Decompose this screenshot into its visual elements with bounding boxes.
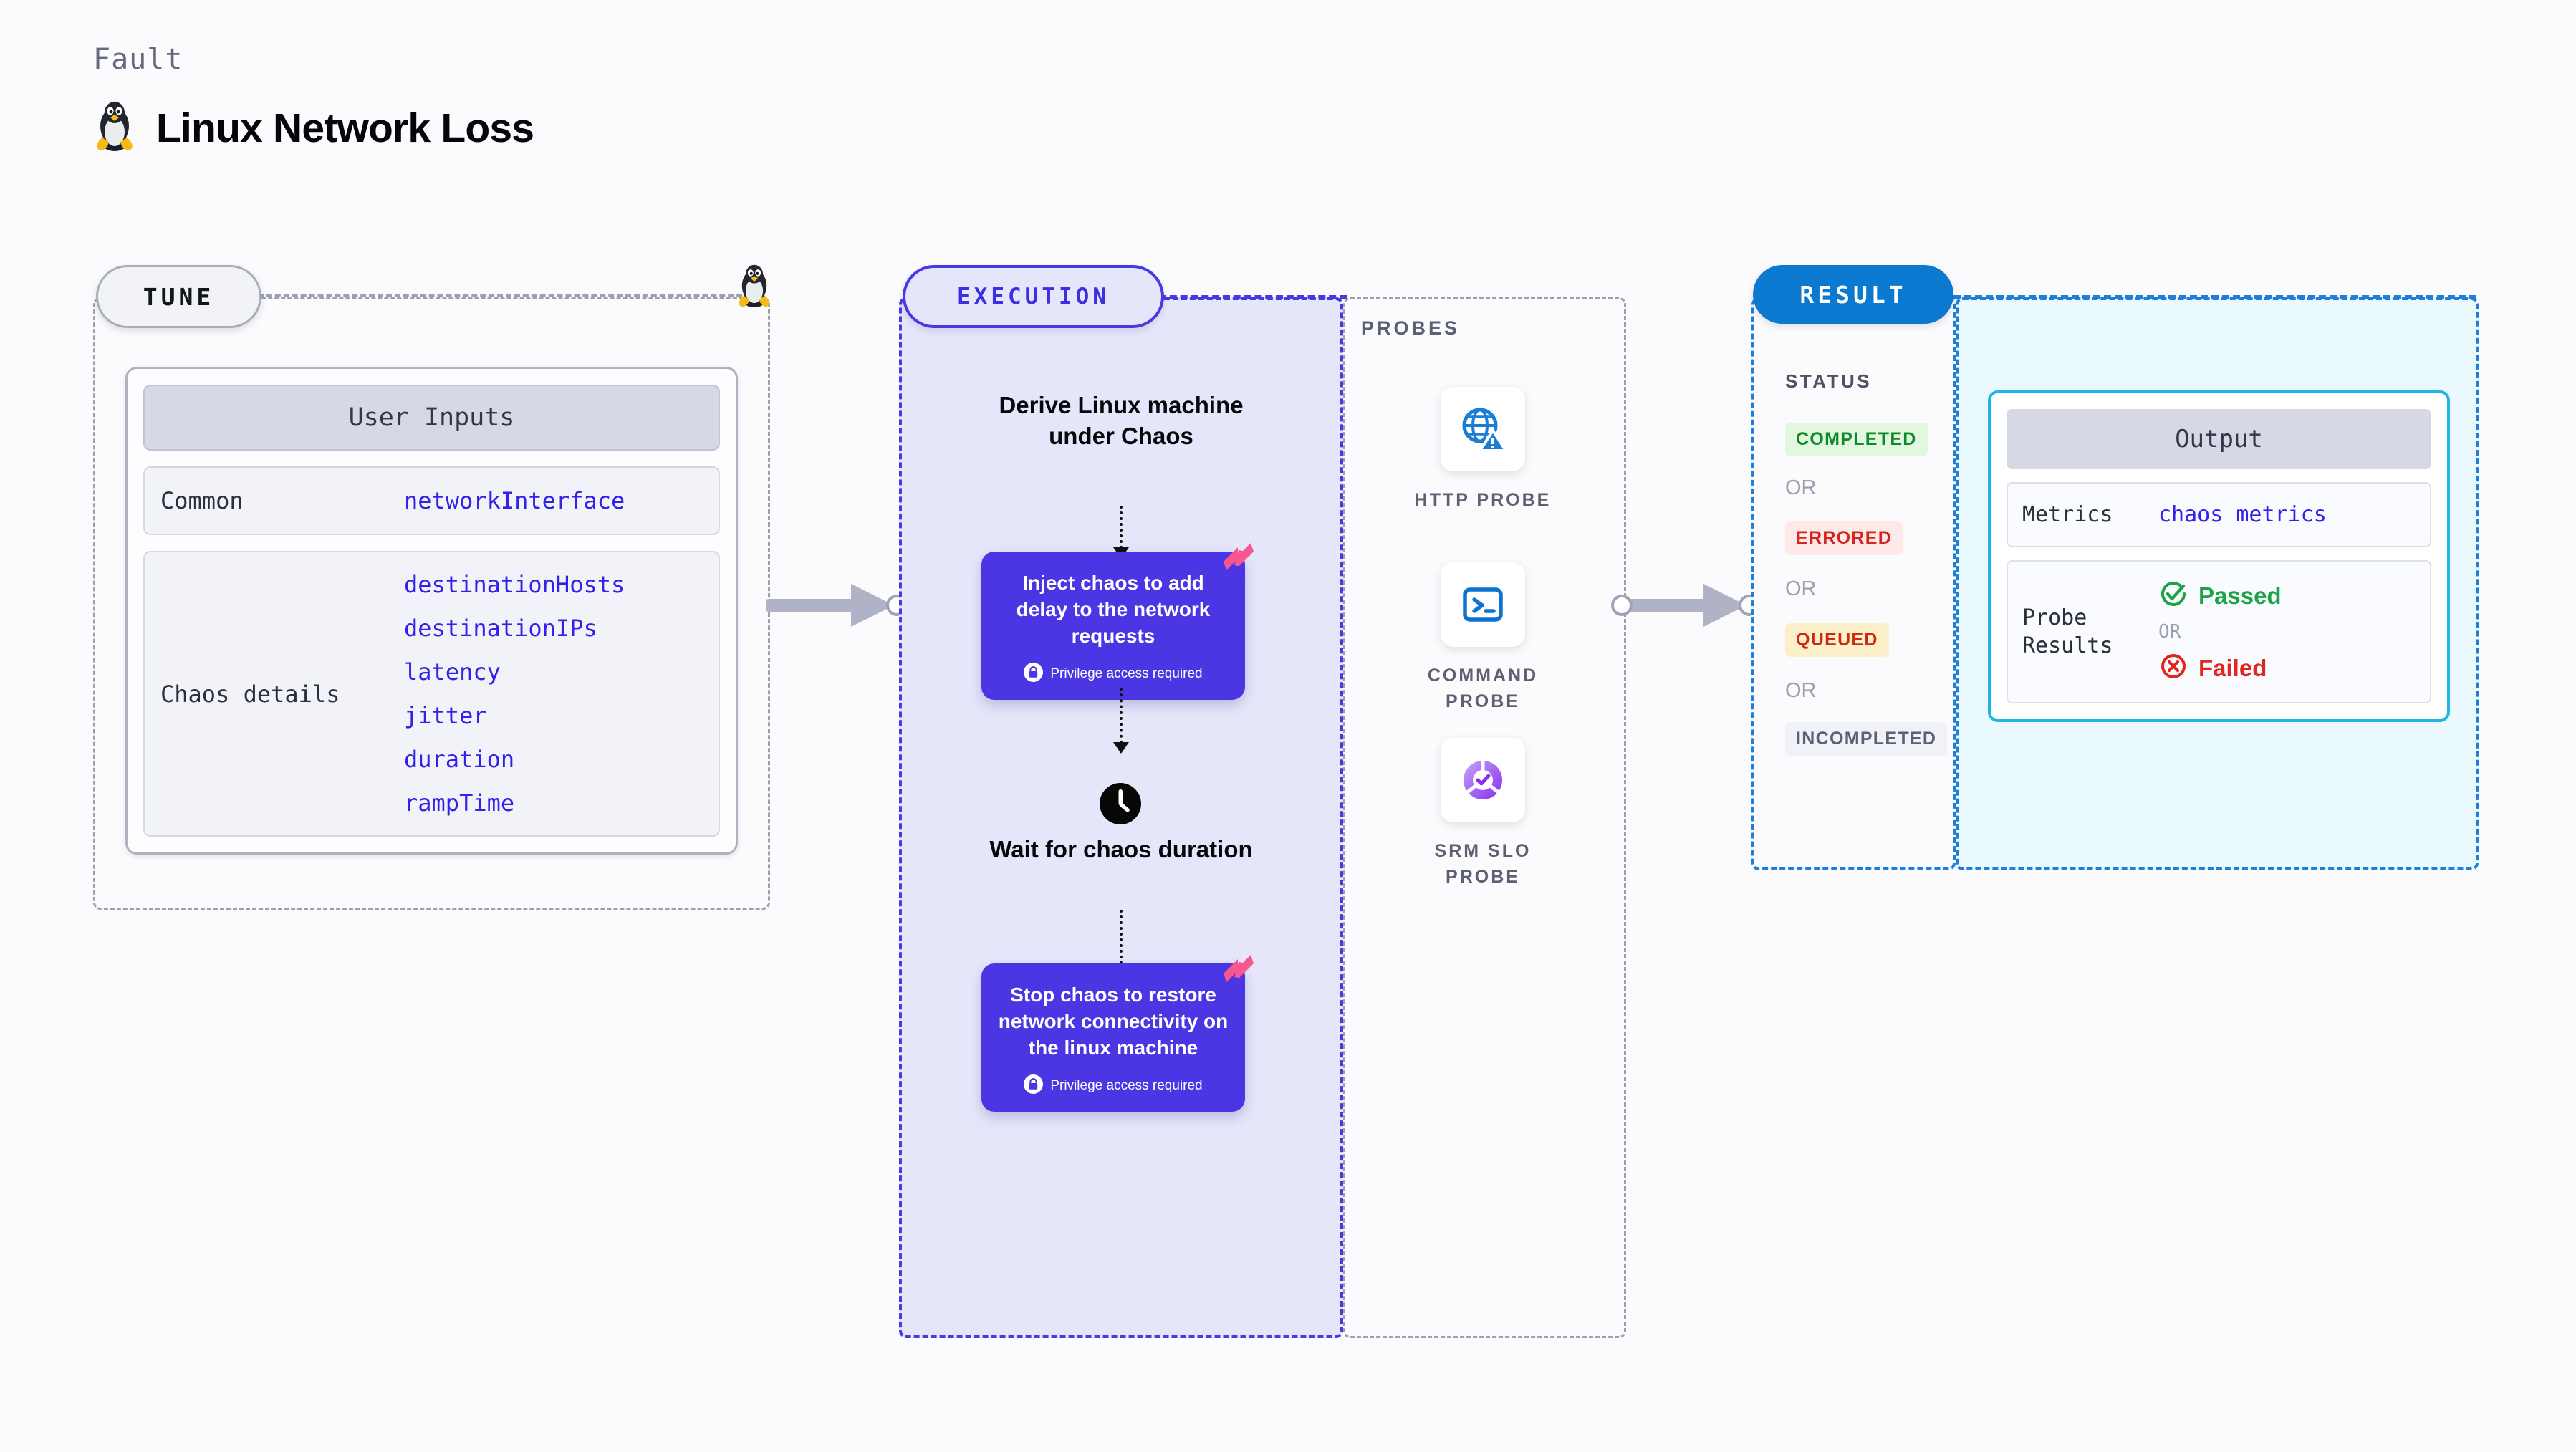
param-value-list: networkInterface bbox=[404, 487, 625, 514]
status-label: STATUS bbox=[1785, 370, 1873, 392]
privilege-note: Privilege access required bbox=[997, 1074, 1229, 1097]
or-separator: OR bbox=[1785, 679, 1817, 702]
clock-icon bbox=[1092, 776, 1148, 835]
probe-result-failed: Failed bbox=[2158, 651, 2282, 685]
flow-step-wait-duration: Wait for chaos duration bbox=[989, 836, 1253, 862]
failed-label: Failed bbox=[2198, 654, 2267, 681]
probe-item-http[interactable]: HTTP PROBE bbox=[1411, 387, 1554, 513]
output-title: Output bbox=[2007, 409, 2431, 469]
probes-label: PROBES bbox=[1361, 317, 1461, 339]
user-inputs-title: User Inputs bbox=[143, 385, 720, 451]
flow-step-derive-machine: Derive Linux machine under Chaos bbox=[999, 392, 1244, 449]
harness-logo-icon bbox=[1219, 949, 1258, 991]
check-circle-icon bbox=[2158, 579, 2188, 612]
probe-item-command[interactable]: COMMAND PROBE bbox=[1411, 562, 1554, 715]
output-card: Output Metrics chaos metrics Probe Resul… bbox=[1988, 390, 2450, 722]
param-value[interactable]: destinationHosts bbox=[404, 571, 625, 598]
probe-results-label: Probe Results bbox=[2022, 605, 2113, 658]
terminal-icon bbox=[1441, 562, 1525, 647]
probe-item-srm-slo[interactable]: SRM SLO PROBE bbox=[1411, 738, 1554, 890]
x-circle-icon bbox=[2158, 651, 2188, 685]
lock-icon bbox=[1024, 1074, 1044, 1097]
page-header: Fault Linux Network Loss bbox=[93, 43, 534, 155]
probe-name: SRM SLO PROBE bbox=[1434, 841, 1532, 888]
chaos-card-stop[interactable]: Stop chaos to restore network connectivi… bbox=[981, 955, 1254, 1112]
output-row-metrics: Metrics chaos metrics bbox=[2007, 482, 2431, 547]
tune-dashed-connector bbox=[258, 294, 759, 297]
probe-name: COMMAND PROBE bbox=[1427, 665, 1539, 712]
tune-to-execution-arrow bbox=[763, 577, 910, 638]
param-value[interactable]: latency bbox=[404, 658, 501, 686]
result-section bbox=[1751, 297, 1956, 870]
slo-donut-check-icon bbox=[1441, 738, 1525, 822]
param-group-label: Chaos details bbox=[160, 680, 340, 708]
privilege-note-text: Privilege access required bbox=[1050, 665, 1203, 681]
or-separator: OR bbox=[1785, 577, 1817, 600]
linux-penguin-icon bbox=[93, 100, 136, 155]
privilege-note: Privilege access required bbox=[997, 662, 1229, 686]
status-badge-completed: COMPLETED bbox=[1785, 423, 1928, 456]
param-group-chaos-details: Chaos details destinationHosts destinati… bbox=[143, 551, 720, 837]
result-badge[interactable]: RESULT bbox=[1753, 265, 1953, 324]
result-dashed-connector bbox=[1953, 295, 2476, 299]
flow-arrow-3 bbox=[1113, 910, 1129, 974]
user-inputs-card: User Inputs Common networkInterface Chao… bbox=[125, 367, 738, 855]
chaos-card-inject[interactable]: Inject chaos to add delay to the network… bbox=[981, 543, 1254, 700]
param-value-list: destinationHosts destinationIPs latency … bbox=[404, 571, 625, 817]
probe-result-passed: Passed bbox=[2158, 579, 2282, 612]
flow-arrow-2 bbox=[1113, 688, 1129, 754]
or-separator: OR bbox=[1785, 476, 1817, 499]
lock-icon bbox=[1024, 662, 1044, 686]
param-value[interactable]: networkInterface bbox=[404, 487, 625, 514]
execution-badge[interactable]: EXECUTION bbox=[903, 265, 1164, 328]
fault-kicker: Fault bbox=[93, 43, 183, 76]
param-value[interactable]: destinationIPs bbox=[404, 615, 597, 642]
or-separator: OR bbox=[2158, 621, 2181, 643]
harness-logo-icon bbox=[1219, 537, 1258, 580]
page-title: Linux Network Loss bbox=[156, 105, 534, 151]
param-value[interactable]: rampTime bbox=[404, 789, 515, 817]
param-value[interactable]: duration bbox=[404, 746, 515, 773]
tune-badge[interactable]: TUNE bbox=[96, 265, 261, 328]
chaos-card-title: Inject chaos to add delay to the network… bbox=[1016, 572, 1211, 647]
flow-arrow-1 bbox=[1113, 506, 1129, 559]
param-group-label: Common bbox=[160, 487, 244, 514]
output-row-probe-results: Probe Results Passed OR bbox=[2007, 560, 2431, 703]
param-group-common: Common networkInterface bbox=[143, 466, 720, 535]
probe-results-values: Passed OR Failed bbox=[2158, 579, 2282, 685]
metrics-label: Metrics bbox=[2022, 502, 2113, 527]
execution-dashed-connector bbox=[1159, 295, 1347, 299]
status-badge-incompleted: INCOMPLETED bbox=[1785, 722, 1948, 756]
probes-to-result-arrow bbox=[1609, 577, 1760, 638]
param-value[interactable]: jitter bbox=[404, 702, 487, 729]
metrics-value[interactable]: chaos metrics bbox=[2158, 502, 2327, 527]
passed-label: Passed bbox=[2198, 582, 2282, 609]
chaos-card-title: Stop chaos to restore network connectivi… bbox=[998, 984, 1229, 1059]
linux-penguin-icon bbox=[736, 264, 773, 312]
status-badge-queued: QUEUED bbox=[1785, 623, 1889, 657]
privilege-note-text: Privilege access required bbox=[1050, 1077, 1203, 1093]
status-badge-errored: ERRORED bbox=[1785, 521, 1903, 555]
page-title-row: Linux Network Loss bbox=[93, 100, 534, 155]
probe-name: HTTP PROBE bbox=[1414, 490, 1552, 510]
globe-warning-icon bbox=[1441, 387, 1525, 471]
